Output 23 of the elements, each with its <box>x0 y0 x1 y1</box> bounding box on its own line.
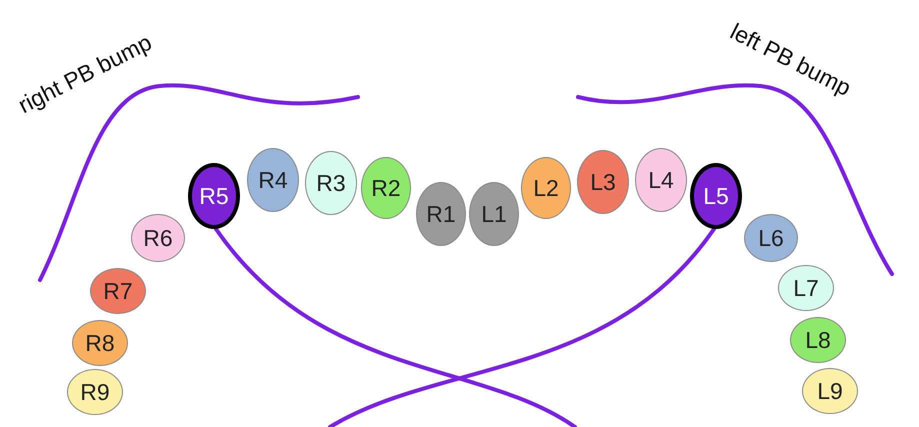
glomerulus-label: R1 <box>426 200 456 228</box>
glomerulus-label: L3 <box>590 168 616 196</box>
region-label: right PB bump <box>14 28 156 120</box>
glomerulus-oval <box>744 214 798 262</box>
glomerulus-label: L9 <box>817 378 843 404</box>
glomerulus-oval <box>131 214 185 262</box>
glomerulus-label: R9 <box>80 378 110 406</box>
glomerulus-label: R3 <box>316 170 346 196</box>
axon-line <box>214 227 577 427</box>
glomerulus-label: R6 <box>143 224 173 252</box>
glomerulus-label: R5 <box>199 182 229 210</box>
glomerulus-label: L4 <box>648 166 674 194</box>
glomerulus-label: L6 <box>758 224 784 252</box>
glomerulus-label: L5 <box>703 182 729 210</box>
glomerulus-label: R2 <box>371 174 401 202</box>
glomerulus-label: L2 <box>533 174 559 202</box>
axon-line <box>328 227 716 427</box>
glomerulus-label: L8 <box>805 326 831 354</box>
glomerulus-label: L7 <box>793 274 819 302</box>
glomerulus-label: R4 <box>258 166 288 194</box>
glomerulus-label: L1 <box>481 200 507 228</box>
glomerulus-label: R8 <box>85 330 115 356</box>
glomerulus-label: R7 <box>103 278 133 304</box>
